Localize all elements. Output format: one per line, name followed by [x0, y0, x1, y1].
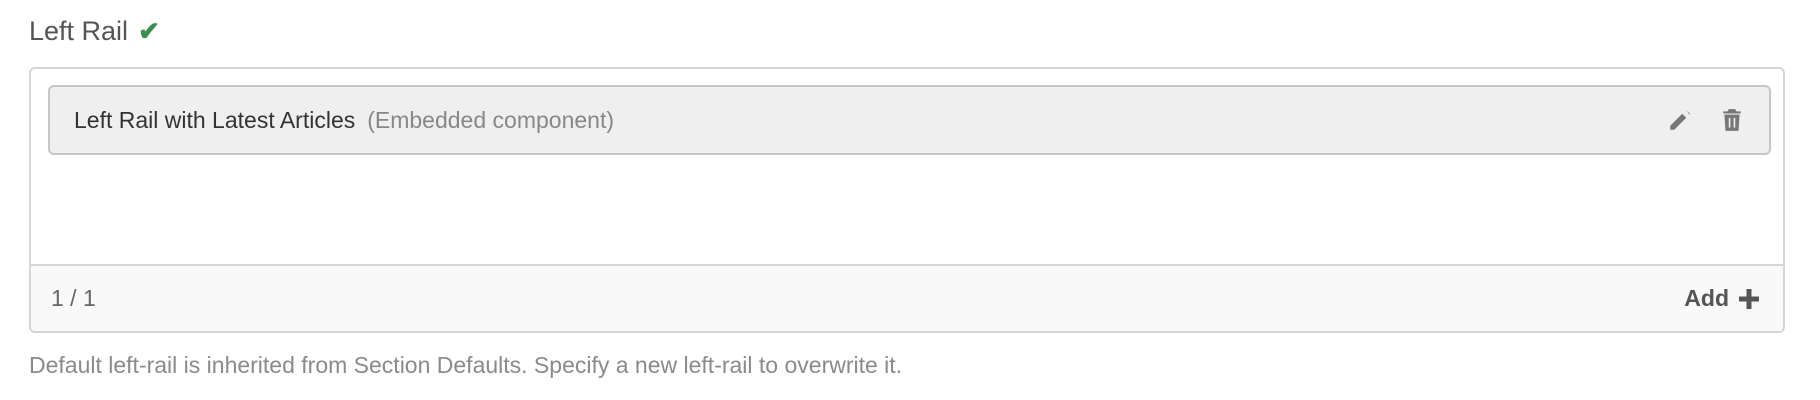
- item-type: (Embedded component): [367, 106, 614, 133]
- check-icon: ✔: [138, 16, 160, 46]
- item-actions: [1667, 87, 1745, 153]
- trash-icon[interactable]: [1719, 107, 1745, 133]
- field-label: Left Rail: [29, 16, 129, 46]
- item-name: Left Rail with Latest Articles: [74, 106, 356, 133]
- component-list: Left Rail with Latest Articles (Embedded…: [29, 67, 1785, 333]
- item-count: 1 / 1: [51, 285, 96, 311]
- plus-icon: [1739, 288, 1759, 309]
- field-header: Left Rail ✔: [29, 16, 160, 47]
- pencil-icon[interactable]: [1667, 107, 1693, 133]
- add-label: Add: [1684, 285, 1729, 311]
- help-text: Default left-rail is inherited from Sect…: [29, 352, 903, 378]
- add-button[interactable]: Add: [1684, 285, 1759, 312]
- list-footer: 1 / 1 Add: [31, 264, 1783, 331]
- list-item[interactable]: Left Rail with Latest Articles (Embedded…: [48, 85, 1771, 155]
